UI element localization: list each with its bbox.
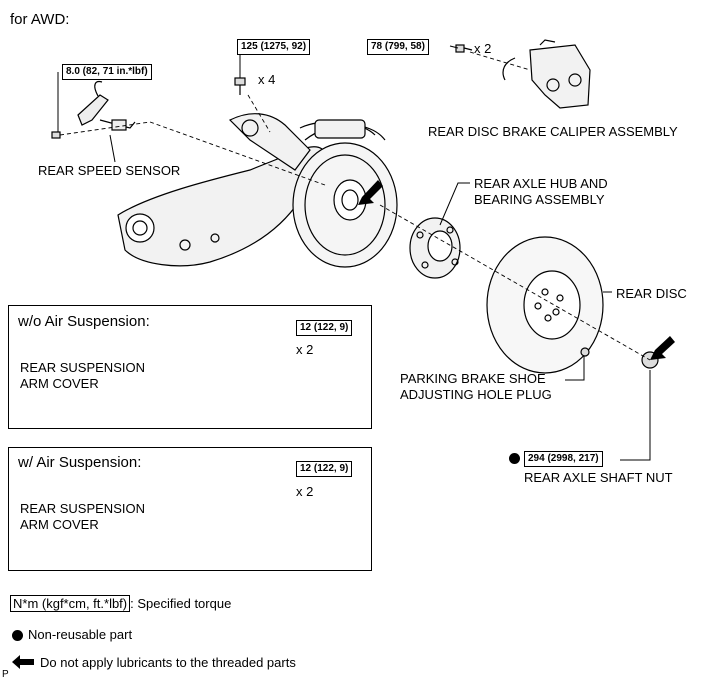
label-hub-line1: REAR AXLE HUB AND <box>474 176 608 191</box>
legend-dot-icon <box>12 630 23 641</box>
alignment-lines <box>59 51 651 361</box>
legend-torque: N*m (kgf*cm, ft.*lbf): Specified torque <box>10 595 232 612</box>
label-plug-line1: PARKING BRAKE SHOE <box>400 371 546 386</box>
panel-wo-label-line2: ARM COVER <box>20 376 99 391</box>
count-arm-bolts: x 4 <box>258 72 276 87</box>
speed-sensor-drawing <box>51 80 136 139</box>
count-cover-w: x 2 <box>296 484 314 499</box>
count-cover-wo: x 2 <box>296 342 314 357</box>
label-plug-line2: ADJUSTING HOLE PLUG <box>400 387 552 402</box>
label-axle-nut: REAR AXLE SHAFT NUT <box>524 470 673 485</box>
panel-wo-label-line1: REAR SUSPENSION <box>20 360 145 375</box>
count-caliper-bolts: x 2 <box>474 41 492 56</box>
non-reusable-dot-icon <box>509 453 520 464</box>
legend-no-lubricant: Do not apply lubricants to the threaded … <box>40 655 296 670</box>
torque-arm-bolts: 125 (1275, 92) <box>237 39 311 55</box>
label-caliper: REAR DISC BRAKE CALIPER ASSEMBLY <box>428 124 678 139</box>
plug-drawing <box>580 347 590 357</box>
torque-caliper-bolts: 78 (799, 58) <box>367 39 429 55</box>
backing-plate-drawing <box>292 119 398 268</box>
torque-speed-sensor: 8.0 (82, 71 in.*lbf) <box>62 64 152 80</box>
page-title: for AWD: <box>10 11 70 28</box>
panel-w-label-line2: ARM COVER <box>20 517 99 532</box>
caliper-drawing <box>502 39 591 109</box>
legend-torque-unit: N*m (kgf*cm, ft.*lbf) <box>10 595 131 612</box>
label-hub-line2: BEARING ASSEMBLY <box>474 192 605 207</box>
rear-disc-drawing <box>486 236 604 374</box>
no-lubricant-arrows <box>358 180 675 360</box>
torque-cover-wo: 12 (122, 9) <box>296 320 353 336</box>
panel-w-title: w/ Air Suspension: <box>18 454 142 471</box>
rear-suspension-arm-drawing <box>117 113 376 267</box>
legend-torque-desc: : Specified torque <box>130 596 232 611</box>
panel-wo-title: w/o Air Suspension: <box>18 313 150 330</box>
torque-axle-nut: 294 (2998, 217) <box>524 451 603 467</box>
panel-w-label-line1: REAR SUSPENSION <box>20 501 145 516</box>
label-rear-disc: REAR DISC <box>616 286 687 301</box>
hub-bearing-drawing <box>409 217 461 279</box>
footer-code: P <box>2 669 9 680</box>
legend-non-reusable: Non-reusable part <box>28 627 133 642</box>
label-rear-speed-sensor: REAR SPEED SENSOR <box>38 163 181 178</box>
torque-cover-w: 12 (122, 9) <box>296 461 353 477</box>
